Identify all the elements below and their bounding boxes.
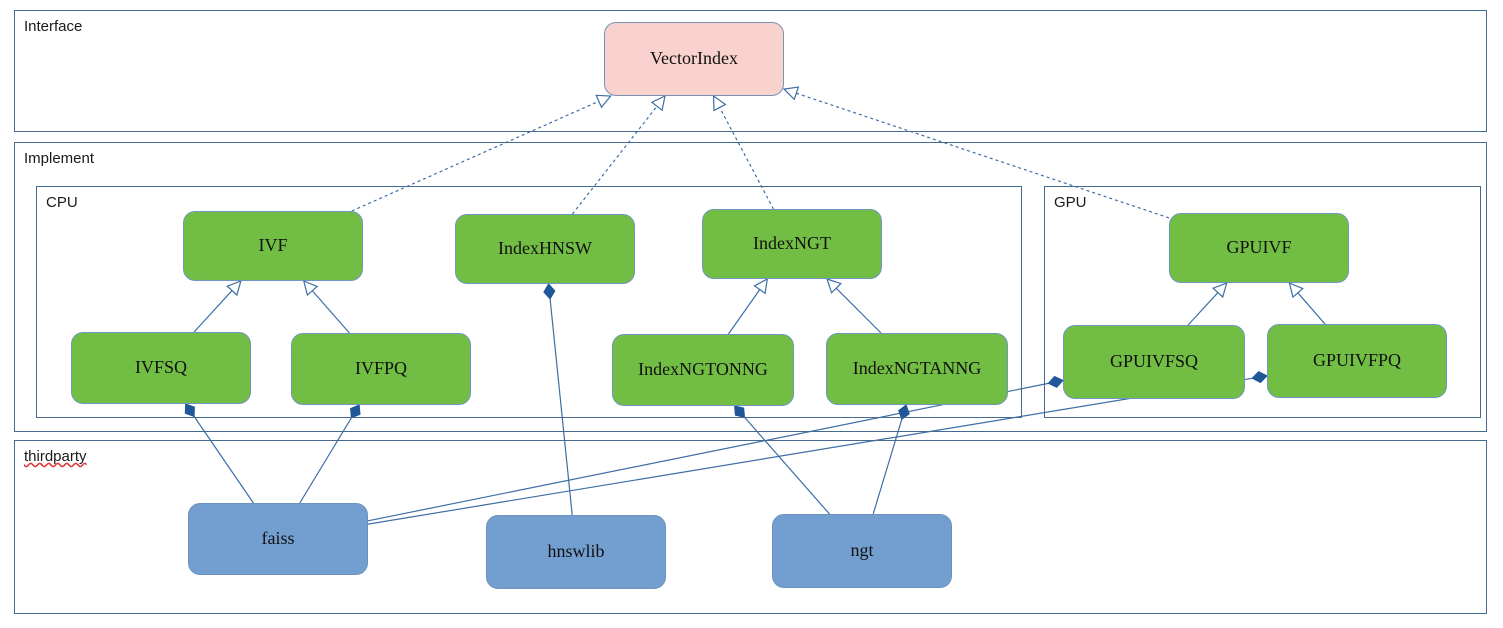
class-node-label: GPUIVF <box>1226 237 1292 258</box>
group-frame-cpu <box>36 186 1022 418</box>
class-node-ngt[interactable]: ngt <box>772 514 952 588</box>
class-node-faiss[interactable]: faiss <box>188 503 368 575</box>
class-node-ivfsq[interactable]: IVFSQ <box>71 332 251 404</box>
group-frame-implement <box>14 142 1487 432</box>
group-label-interface: Interface <box>24 18 83 35</box>
class-node-label: IVFPQ <box>354 358 407 379</box>
class-node-label: GPUIVFSQ <box>1109 351 1199 372</box>
class-node-indexhnsw[interactable]: IndexHNSW <box>455 214 635 284</box>
group-label-gpu: GPU <box>1054 194 1087 211</box>
class-node-indexngtanng[interactable]: IndexNGTANNG <box>826 333 1008 405</box>
group-label-cpu: CPU <box>46 194 78 211</box>
class-node-hnswlib[interactable]: hnswlib <box>486 515 666 589</box>
class-node-gpuivf[interactable]: GPUIVF <box>1169 213 1349 283</box>
group-frame-gpu <box>1044 186 1481 418</box>
class-node-label: IVF <box>258 235 288 256</box>
group-label-thirdparty: thirdparty <box>24 448 87 465</box>
class-node-label: IndexNGT <box>753 233 831 254</box>
class-node-label: IVFSQ <box>134 357 187 378</box>
class-node-label: IndexNGTONNG <box>638 359 768 380</box>
class-node-label: hnswlib <box>547 541 605 562</box>
class-node-gpuivfpq[interactable]: GPUIVFPQ <box>1267 324 1447 398</box>
class-node-ivf[interactable]: IVF <box>183 211 363 281</box>
class-node-label: ngt <box>850 540 874 561</box>
class-node-ivfpq[interactable]: IVFPQ <box>291 333 471 405</box>
class-node-label: GPUIVFPQ <box>1312 350 1402 371</box>
class-node-label: faiss <box>261 528 295 549</box>
class-node-label: IndexNGTANNG <box>852 358 982 379</box>
class-node-label: IndexHNSW <box>498 238 592 259</box>
group-label-implement: Implement <box>24 150 95 167</box>
class-node-label: VectorIndex <box>650 48 738 69</box>
group-frame-thirdparty <box>14 440 1487 614</box>
class-node-indexngtonng[interactable]: IndexNGTONNG <box>612 334 794 406</box>
class-node-indexngt[interactable]: IndexNGT <box>702 209 882 279</box>
class-node-gpuivfsq[interactable]: GPUIVFSQ <box>1063 325 1245 399</box>
class-node-vectorindex[interactable]: VectorIndex <box>604 22 784 96</box>
group-frame-interface <box>14 10 1487 132</box>
